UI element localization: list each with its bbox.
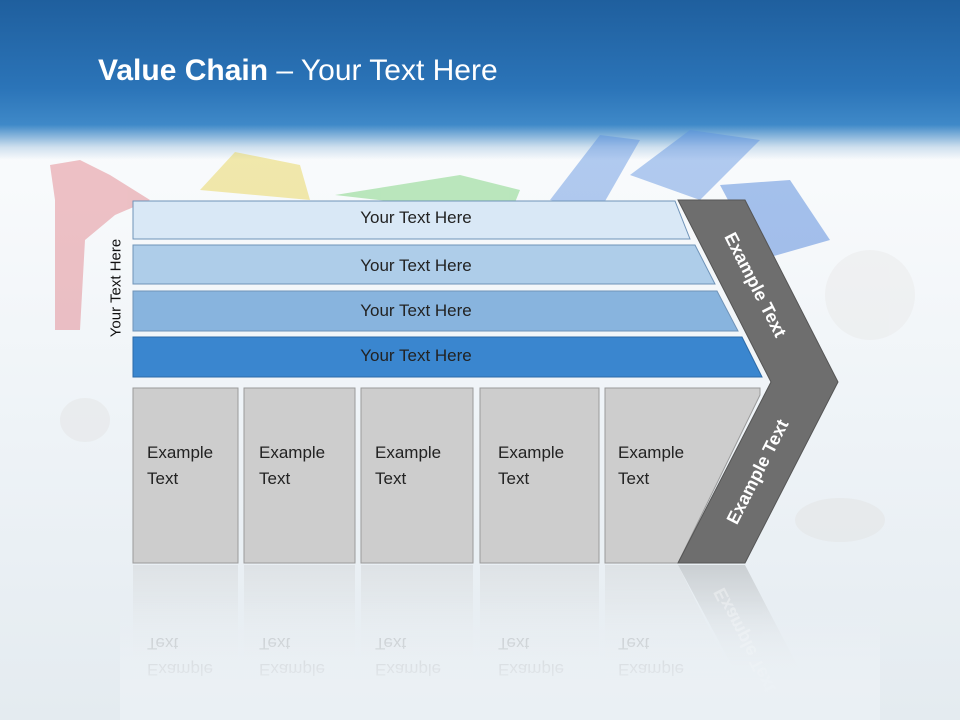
band-2 <box>132 244 716 285</box>
box-5-line2: Text <box>618 469 650 488</box>
box-4-line2: Text <box>498 469 530 488</box>
margin-chevron <box>677 199 839 564</box>
activity-box-1 <box>132 387 239 564</box>
title-bold: Value Chain <box>98 54 269 87</box>
activity-box-4 <box>479 387 600 564</box>
band-1 <box>132 200 691 240</box>
box-1-line2: Text <box>147 469 179 488</box>
header-banner <box>0 0 960 160</box>
box-1-line1: Example <box>147 443 214 462</box>
activity-box-2 <box>243 387 356 564</box>
box-3-line1: Example <box>375 443 442 462</box>
band-3-label: Your Text Here <box>360 301 472 320</box>
reflection-fade <box>120 600 880 720</box>
box-2-line1: Example <box>259 443 326 462</box>
band-2-label: Your Text Here <box>360 256 472 275</box>
band-4-label: Your Text Here <box>360 346 472 365</box>
page-title: Value Chain – Your Text Here <box>98 54 498 88</box>
activity-box-5 <box>604 387 761 564</box>
box-3-line2: Text <box>375 469 407 488</box>
box-5-line1: Example <box>618 443 685 462</box>
title-rest: – Your Text Here <box>268 54 498 87</box>
band-1-label: Your Text Here <box>360 208 472 227</box>
box-2-line2: Text <box>259 469 291 488</box>
band-4 <box>132 336 763 378</box>
band-3 <box>132 290 739 332</box>
box-4-line1: Example <box>498 443 565 462</box>
activity-box-3 <box>360 387 474 564</box>
